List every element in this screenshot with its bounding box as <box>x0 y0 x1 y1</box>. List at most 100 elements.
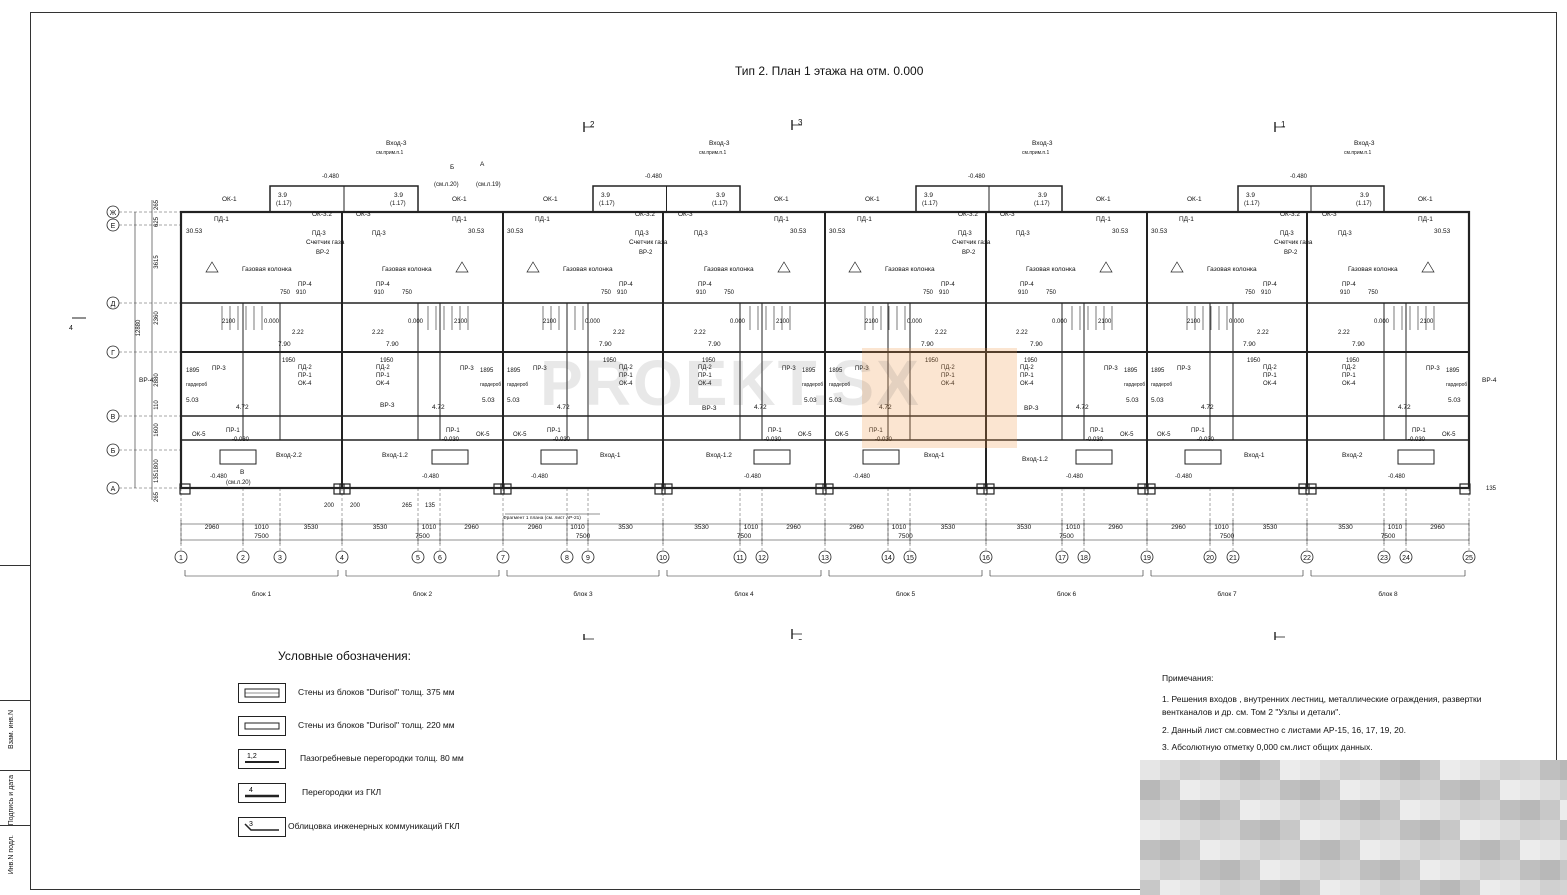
blur-pixel <box>1340 800 1360 820</box>
blur-pixel <box>1160 800 1180 820</box>
dim-label: 2960 <box>205 524 220 531</box>
gas-column-label: Газовая колонка <box>382 266 432 273</box>
blur-pixel <box>1340 840 1360 860</box>
door-label: ПД-3 <box>635 231 649 237</box>
window-label: ОК-4 <box>941 381 955 387</box>
door-label: ПР-4 <box>1263 282 1277 288</box>
blur-pixel <box>1440 820 1460 840</box>
blur-pixel <box>1180 820 1200 840</box>
fragment-note: Фрагмент 1 плана (см. лист АР-21) <box>503 515 581 521</box>
window-label: ОК-5 <box>513 432 527 438</box>
level-label: 0.000 <box>1374 319 1390 325</box>
blur-pixel <box>1540 840 1560 860</box>
door-label: ПД-3 <box>312 231 326 237</box>
blur-pixel <box>1160 780 1180 800</box>
blur-pixel <box>1320 760 1340 780</box>
blur-pixel <box>1260 780 1280 800</box>
blur-pixel <box>1520 760 1540 780</box>
gas-column-label: Газовая колонка <box>1207 266 1257 273</box>
blur-pixel <box>1560 840 1567 860</box>
blur-pixel <box>1360 860 1380 880</box>
door-label: ПР-1 <box>446 428 460 434</box>
axis-label: 18 <box>1080 555 1088 562</box>
level-label: -0.030 <box>442 437 460 443</box>
column <box>815 483 827 495</box>
blur-pixel <box>1560 780 1567 800</box>
vent-label: ВР-2 <box>639 250 653 256</box>
level-label: -0.030 <box>1197 437 1215 443</box>
level-label: 0.000 <box>1229 319 1245 325</box>
area-label: (1.17) <box>712 201 728 207</box>
legend-tag: 3 <box>249 821 253 828</box>
block-label: блок 7 <box>1217 590 1237 598</box>
legend-title: Условные обозначения: <box>278 649 411 663</box>
door-label: ПР-4 <box>619 282 633 288</box>
window-label: ОК-4 <box>376 381 390 387</box>
dim-label: 1950 <box>1346 358 1360 364</box>
dim-label: 1010 <box>1388 524 1403 531</box>
entrance-label: Вход-1 <box>1244 452 1265 459</box>
legend-tag: 1,2 <box>247 753 257 760</box>
column <box>661 483 673 495</box>
legend-label: Перегородки из ГКЛ <box>302 787 382 797</box>
entrance-sub-label: см.прим.п.1 <box>1344 150 1372 156</box>
blur-pixel <box>1320 780 1340 800</box>
blur-pixel <box>1180 780 1200 800</box>
vent-label: ВР-2 <box>316 250 330 256</box>
blur-pixel <box>1480 840 1500 860</box>
column <box>179 483 191 495</box>
column <box>333 483 345 495</box>
blur-pixel <box>1160 760 1180 780</box>
section-label: 3 <box>798 118 803 127</box>
blur-pixel <box>1540 820 1560 840</box>
area-label: 3.9 <box>394 192 403 199</box>
level-label: -0.480 <box>968 174 986 180</box>
dim-label: 750 <box>923 290 934 296</box>
axis-marker <box>1377 550 1391 564</box>
axis-label: 5 <box>416 555 420 562</box>
dim-label: 7500 <box>737 533 752 540</box>
area-label: 3.9 <box>1038 192 1047 199</box>
blur-pixel <box>1180 880 1200 895</box>
axis-marker <box>1203 550 1217 564</box>
window-label: ОК-5 <box>835 432 849 438</box>
axis-label: 23 <box>1380 555 1388 562</box>
window-label: ОК-1 <box>774 196 789 203</box>
room-area: 5.03 <box>1151 397 1164 404</box>
blur-pixel <box>1240 880 1260 895</box>
vent-label: ВР-2 <box>1284 250 1298 256</box>
door-label: ПД-3 <box>1338 231 1352 237</box>
axis-label: Г <box>111 350 115 357</box>
dim-label: 750 <box>1368 290 1379 296</box>
room-name: гардероб <box>1151 382 1172 388</box>
window-label: ОК-1 <box>222 196 237 203</box>
blur-pixel <box>1520 800 1540 820</box>
door-label: ПР-4 <box>1342 282 1356 288</box>
level-label: 0.000 <box>585 319 601 325</box>
door-label: ПР-1 <box>1412 428 1426 434</box>
blur-pixel <box>1400 780 1420 800</box>
dim-label: 3530 <box>1017 524 1032 531</box>
window-label: ОК-4 <box>1020 381 1034 387</box>
door-label: ПД-1 <box>535 216 550 223</box>
blur-pixel <box>1320 840 1340 860</box>
legend-label: Облицовка инженерных коммуникаций ГКЛ <box>288 821 460 831</box>
gas-meter-label: Счетчик газа <box>1274 239 1313 246</box>
axis-marker <box>733 550 747 564</box>
dim-label: 1895 <box>802 368 816 374</box>
blur-pixel <box>1300 760 1320 780</box>
dim-label: 910 <box>1018 290 1029 296</box>
dim-label: 12880 <box>136 319 142 336</box>
level-label: -0.480 <box>744 474 762 480</box>
gas-column-label: Газовая колонка <box>563 266 613 273</box>
room-area: 2.22 <box>694 330 706 336</box>
dim-label: 910 <box>1261 290 1272 296</box>
blur-pixel <box>1280 860 1300 880</box>
axis-label: В <box>111 414 116 421</box>
blur-pixel <box>1380 780 1400 800</box>
room-area: 4.72 <box>1398 404 1411 411</box>
sheet-frame <box>30 12 1557 890</box>
blur-pixel <box>1480 820 1500 840</box>
room-area: 7.90 <box>1030 341 1043 348</box>
